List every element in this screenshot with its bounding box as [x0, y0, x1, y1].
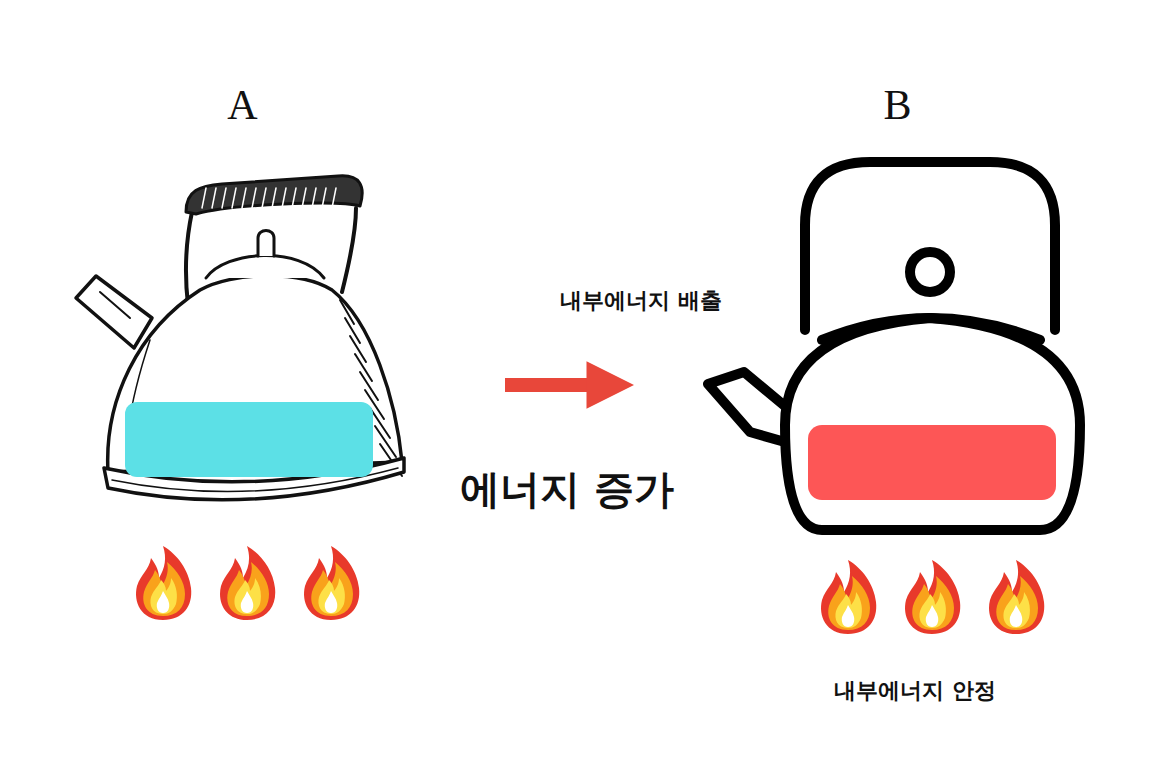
kettle-heading: B: [700, 80, 1095, 130]
edge-label: 에너지 증가: [460, 462, 674, 517]
hot-water: [808, 425, 1056, 500]
energy-note: 내부에너지 배출: [560, 286, 722, 316]
kettle-outline: [70, 80, 415, 530]
energy-note: 내부에너지 안정: [834, 676, 996, 706]
kettle-node: A: [70, 80, 415, 530]
cold-water: [125, 402, 373, 477]
kettle-a-drawing: [76, 176, 404, 500]
kettle-b-drawing: [708, 162, 1080, 530]
energy-arrow: [505, 378, 596, 392]
kettle-node: B: [700, 80, 1095, 540]
kettle-heading: A: [70, 80, 415, 130]
kettle-outline: [700, 80, 1095, 540]
